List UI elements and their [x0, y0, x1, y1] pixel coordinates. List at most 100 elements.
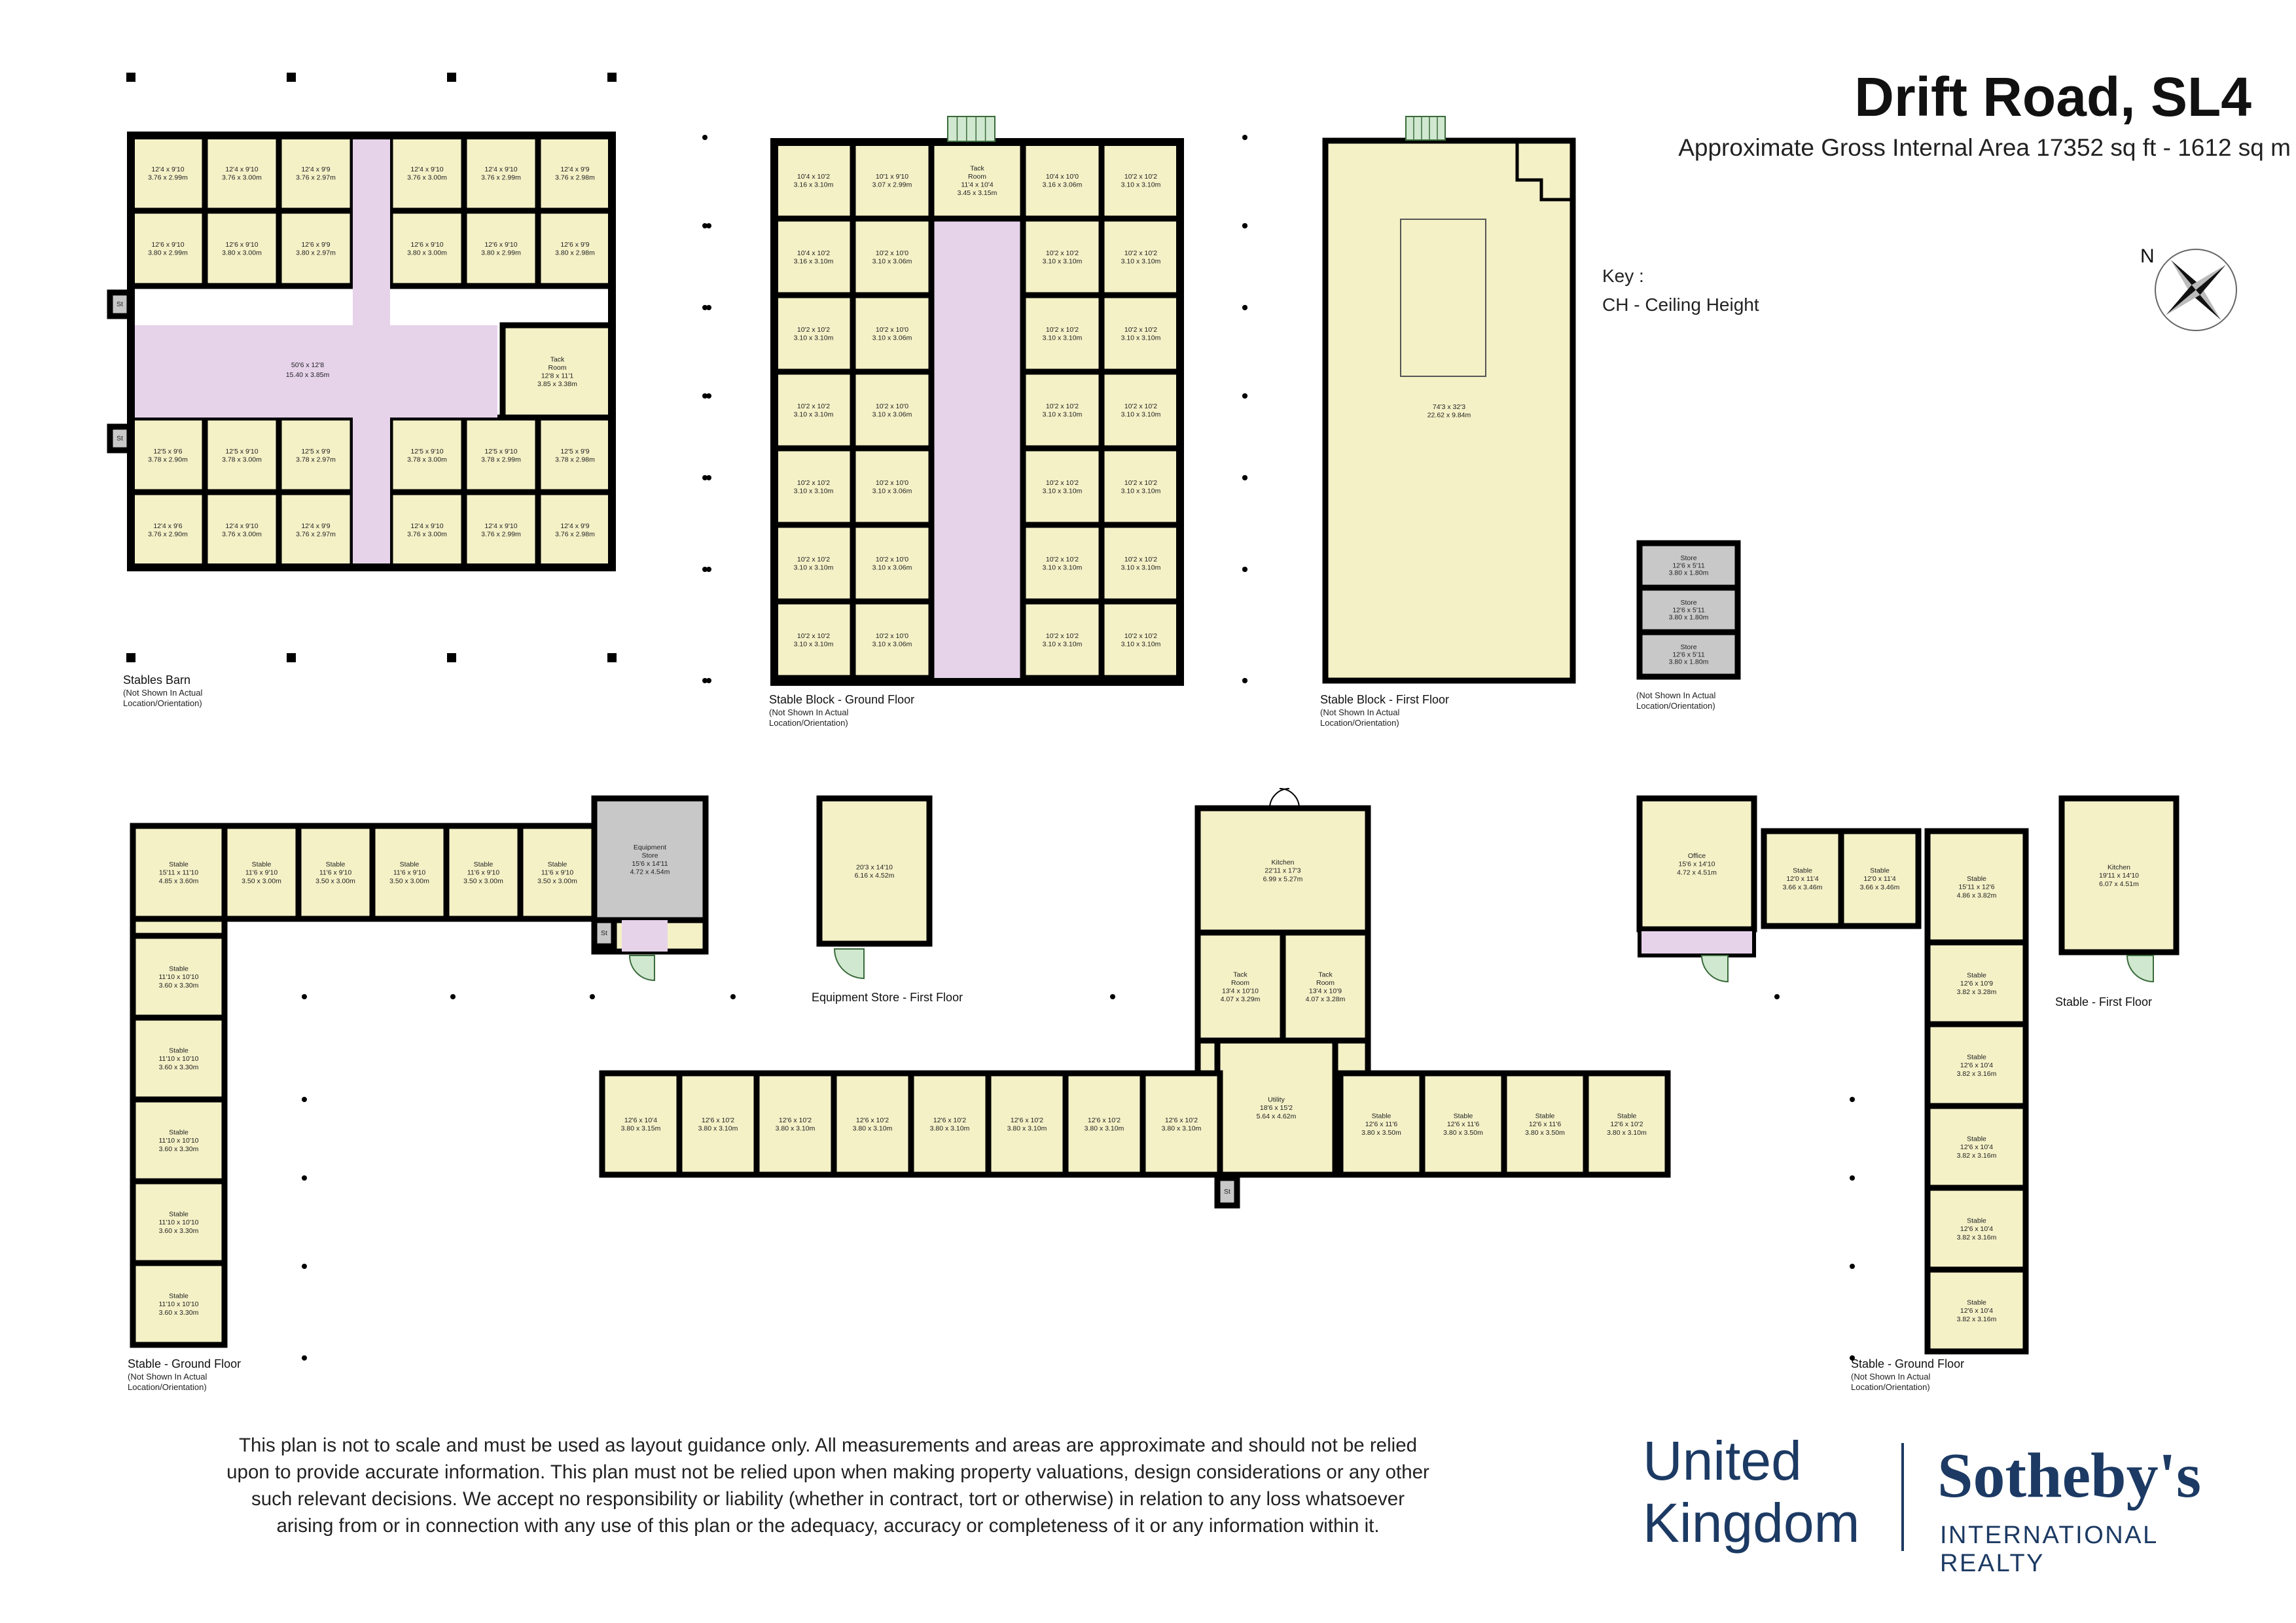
room-label: 3.50 x 3.00m	[315, 877, 355, 885]
room-outline	[2058, 795, 2179, 955]
room-label: 4.72 x 4.54m	[630, 868, 670, 876]
stable-block-ground-floor-plan: 10'4 x 10'2 3.16 x 3.10m 10'1 x 9'103.07 x…	[769, 116, 1184, 728]
site-marker	[702, 393, 708, 399]
stable-box: 10'2 x 10'23.10 x 3.10m	[771, 445, 856, 528]
room-label: Stable	[169, 1047, 188, 1055]
room-outline	[221, 823, 302, 922]
room-label: Stable	[1372, 1113, 1391, 1120]
room-label: 10'2 x 10'0	[876, 249, 908, 257]
room-label: Stable	[1870, 867, 1890, 875]
room-label: 10'2 x 10'2	[1124, 632, 1157, 640]
room-label: Kitchen	[1271, 859, 1294, 866]
room-label: Room	[548, 364, 566, 372]
room-label: 11'6 x 9'10	[319, 869, 352, 877]
room-label: 3.78 x 2.97m	[296, 455, 336, 463]
room-label: 12'0 x 11'4	[1786, 875, 1819, 883]
room-outline	[1583, 1070, 1671, 1178]
store-cupboard: St	[591, 917, 617, 950]
site-marker	[1242, 135, 1247, 140]
pillar	[287, 73, 296, 82]
room-outline	[1924, 828, 2029, 946]
room-label: 3.82 x 3.16m	[1957, 1152, 1997, 1160]
stable-box: 12'5 x 9'103.78 x 3.00m	[202, 414, 282, 496]
stable-box: 12'5 x 9'103.78 x 2.99m	[461, 414, 541, 496]
room-label: 12'5 x 9'10	[410, 448, 443, 455]
stable-box: 12'4 x 9'103.76 x 3.00m	[387, 489, 467, 571]
stable-box: 10'1 x 9'103.07 x 2.99m	[850, 139, 935, 222]
stable-box: 10'2 x 10'23.10 x 3.10m	[771, 522, 856, 605]
stable-box: 12'4 x 9'103.76 x 2.99m	[461, 132, 541, 214]
room-label: 3.10 x 3.10m	[1121, 487, 1161, 495]
room-label: 3.10 x 3.06m	[872, 257, 912, 265]
spiral-stair-icon	[2126, 955, 2154, 983]
room-label: 3.80 x 1.80m	[1669, 614, 1709, 622]
stable-box: 10'2 x 10'23.10 x 3.10m	[1020, 522, 1105, 605]
stable-box: 12'6 x 9'103.80 x 2.99m	[128, 207, 208, 289]
first-floor-loft: 74'3 x 32'322.62 x 9.84m	[1322, 137, 1576, 684]
room-outline	[276, 207, 356, 289]
room-label: 12'6 x 11'6	[1447, 1120, 1480, 1128]
room-label: 3.66 x 3.46m	[1860, 883, 1900, 891]
room-label: St	[1224, 1188, 1230, 1196]
room-label: 3.80 x 3.10m	[776, 1124, 816, 1132]
room-label: 3.78 x 2.98m	[555, 455, 595, 463]
room-label: Equipment	[634, 844, 666, 851]
room-label: 10'2 x 10'2	[1124, 249, 1157, 257]
room-label: 3.10 x 3.10m	[1121, 563, 1161, 571]
stable-box: 12'6 x 10'23.80 x 3.10m	[831, 1070, 914, 1178]
room-outline	[202, 207, 282, 289]
store-cupboard: St	[1214, 1175, 1240, 1209]
room-label: 11'6 x 9'10	[245, 869, 278, 877]
room-label: 3.80 x 3.10m	[698, 1124, 738, 1132]
room-outline	[130, 1096, 228, 1185]
stable-box: 12'4 x 9'103.76 x 3.00m	[387, 132, 467, 214]
plan-note: Location/Orientation)	[1636, 701, 1715, 711]
room-label: 74'3 x 32'3	[1433, 403, 1465, 411]
room-label: 3.76 x 2.99m	[481, 173, 521, 181]
room-outline	[130, 1260, 228, 1348]
room-label: 3.76 x 2.98m	[555, 530, 595, 538]
room-label: St	[601, 929, 607, 937]
room-label: 3.76 x 2.98m	[555, 173, 595, 181]
site-marker	[302, 1264, 307, 1269]
room-label: Stable	[474, 861, 493, 868]
disclaimer-text: This plan is not to scale and must be us…	[226, 1435, 1429, 1537]
room-label: 3.10 x 3.10m	[1121, 410, 1161, 418]
room-label: 10'2 x 10'0	[876, 556, 908, 563]
pillar	[607, 73, 617, 82]
room-label: 3.10 x 3.10m	[1043, 410, 1083, 418]
site-marker	[706, 678, 711, 683]
room-label: 3.80 x 3.50m	[1525, 1129, 1565, 1137]
room-label: Tack	[550, 355, 565, 363]
room-label: 11'6 x 9'10	[467, 869, 500, 877]
store-cupboard: St	[107, 423, 133, 454]
stable-box: 10'2 x 10'03.10 x 3.06m	[850, 292, 935, 375]
room-label: 12'6 x 10'2	[779, 1116, 812, 1124]
room-label: 10'4 x 10'2	[797, 173, 830, 181]
site-marker	[702, 223, 708, 228]
site-marker	[450, 994, 456, 999]
room-label: 12'6 x 10'2	[856, 1116, 889, 1124]
room-label: 12'6 x 9'10	[410, 241, 443, 249]
room-label: 10'4 x 10'0	[1046, 173, 1079, 181]
room-label: 12'4 x 9'10	[225, 522, 258, 530]
staircase-icon	[1405, 116, 1446, 141]
room-label: 3.16 x 3.10m	[794, 257, 834, 265]
stable-box: 12'6 x 10'23.80 x 3.10m	[985, 1070, 1069, 1178]
room-label: 3.10 x 3.10m	[794, 487, 834, 495]
room-outline	[517, 823, 598, 922]
room-label: 3.82 x 3.16m	[1957, 1315, 1997, 1323]
room-label: 12'6 x 10'4	[1960, 1143, 1993, 1151]
stable-box: 10'2 x 10'23.10 x 3.10m	[1098, 445, 1183, 528]
room-outline	[591, 917, 617, 950]
stable-box: 12'4 x 9'93.76 x 2.98m	[535, 489, 615, 571]
room-label: 12'6 x 10'4	[624, 1116, 657, 1124]
room-label: 13'4 x 10'10	[1222, 987, 1259, 995]
